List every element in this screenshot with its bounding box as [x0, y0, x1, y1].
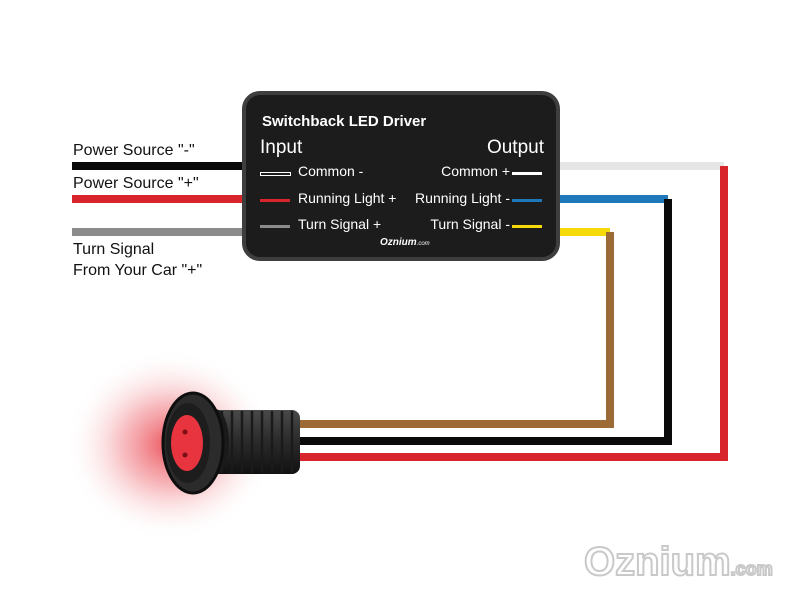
output-header: Output	[486, 137, 544, 158]
wire-output-brown	[300, 232, 614, 428]
driver-brand-logo: Oznium.com	[380, 237, 430, 248]
input-common: Common -	[298, 163, 364, 179]
led-lens-dot-bottom	[182, 452, 188, 458]
label-turn-signal-1: Turn Signal	[73, 241, 155, 258]
label-power-negative: Power Source "-"	[73, 142, 195, 159]
driver-title: Switchback LED Driver	[262, 113, 427, 130]
led-lens	[171, 415, 203, 471]
wire-output-black	[300, 199, 672, 445]
input-turn-signal: Turn Signal +	[298, 216, 382, 232]
wire-output-red	[300, 166, 728, 461]
oznium-watermark-logo: Oznium.com	[583, 539, 774, 585]
input-running-light: Running Light +	[298, 190, 397, 206]
input-header: Input	[260, 137, 303, 158]
label-power-positive: Power Source "+"	[73, 175, 199, 192]
output-running-light: Running Light -	[415, 190, 510, 206]
label-turn-signal-2: From Your Car "+"	[73, 262, 203, 279]
swatch-running-in	[260, 199, 290, 202]
swatch-running-out	[512, 199, 542, 202]
output-turn-signal: Turn Signal -	[430, 216, 510, 232]
swatch-turn-in	[260, 225, 290, 228]
swatch-turn-out	[512, 225, 542, 228]
swatch-common-out	[512, 172, 542, 175]
led-lens-dot-top	[182, 429, 188, 435]
swatch-common-in	[260, 172, 291, 176]
output-common: Common +	[441, 163, 510, 179]
led-driver-box: Switchback LED Driver Input Output Commo…	[242, 91, 560, 261]
